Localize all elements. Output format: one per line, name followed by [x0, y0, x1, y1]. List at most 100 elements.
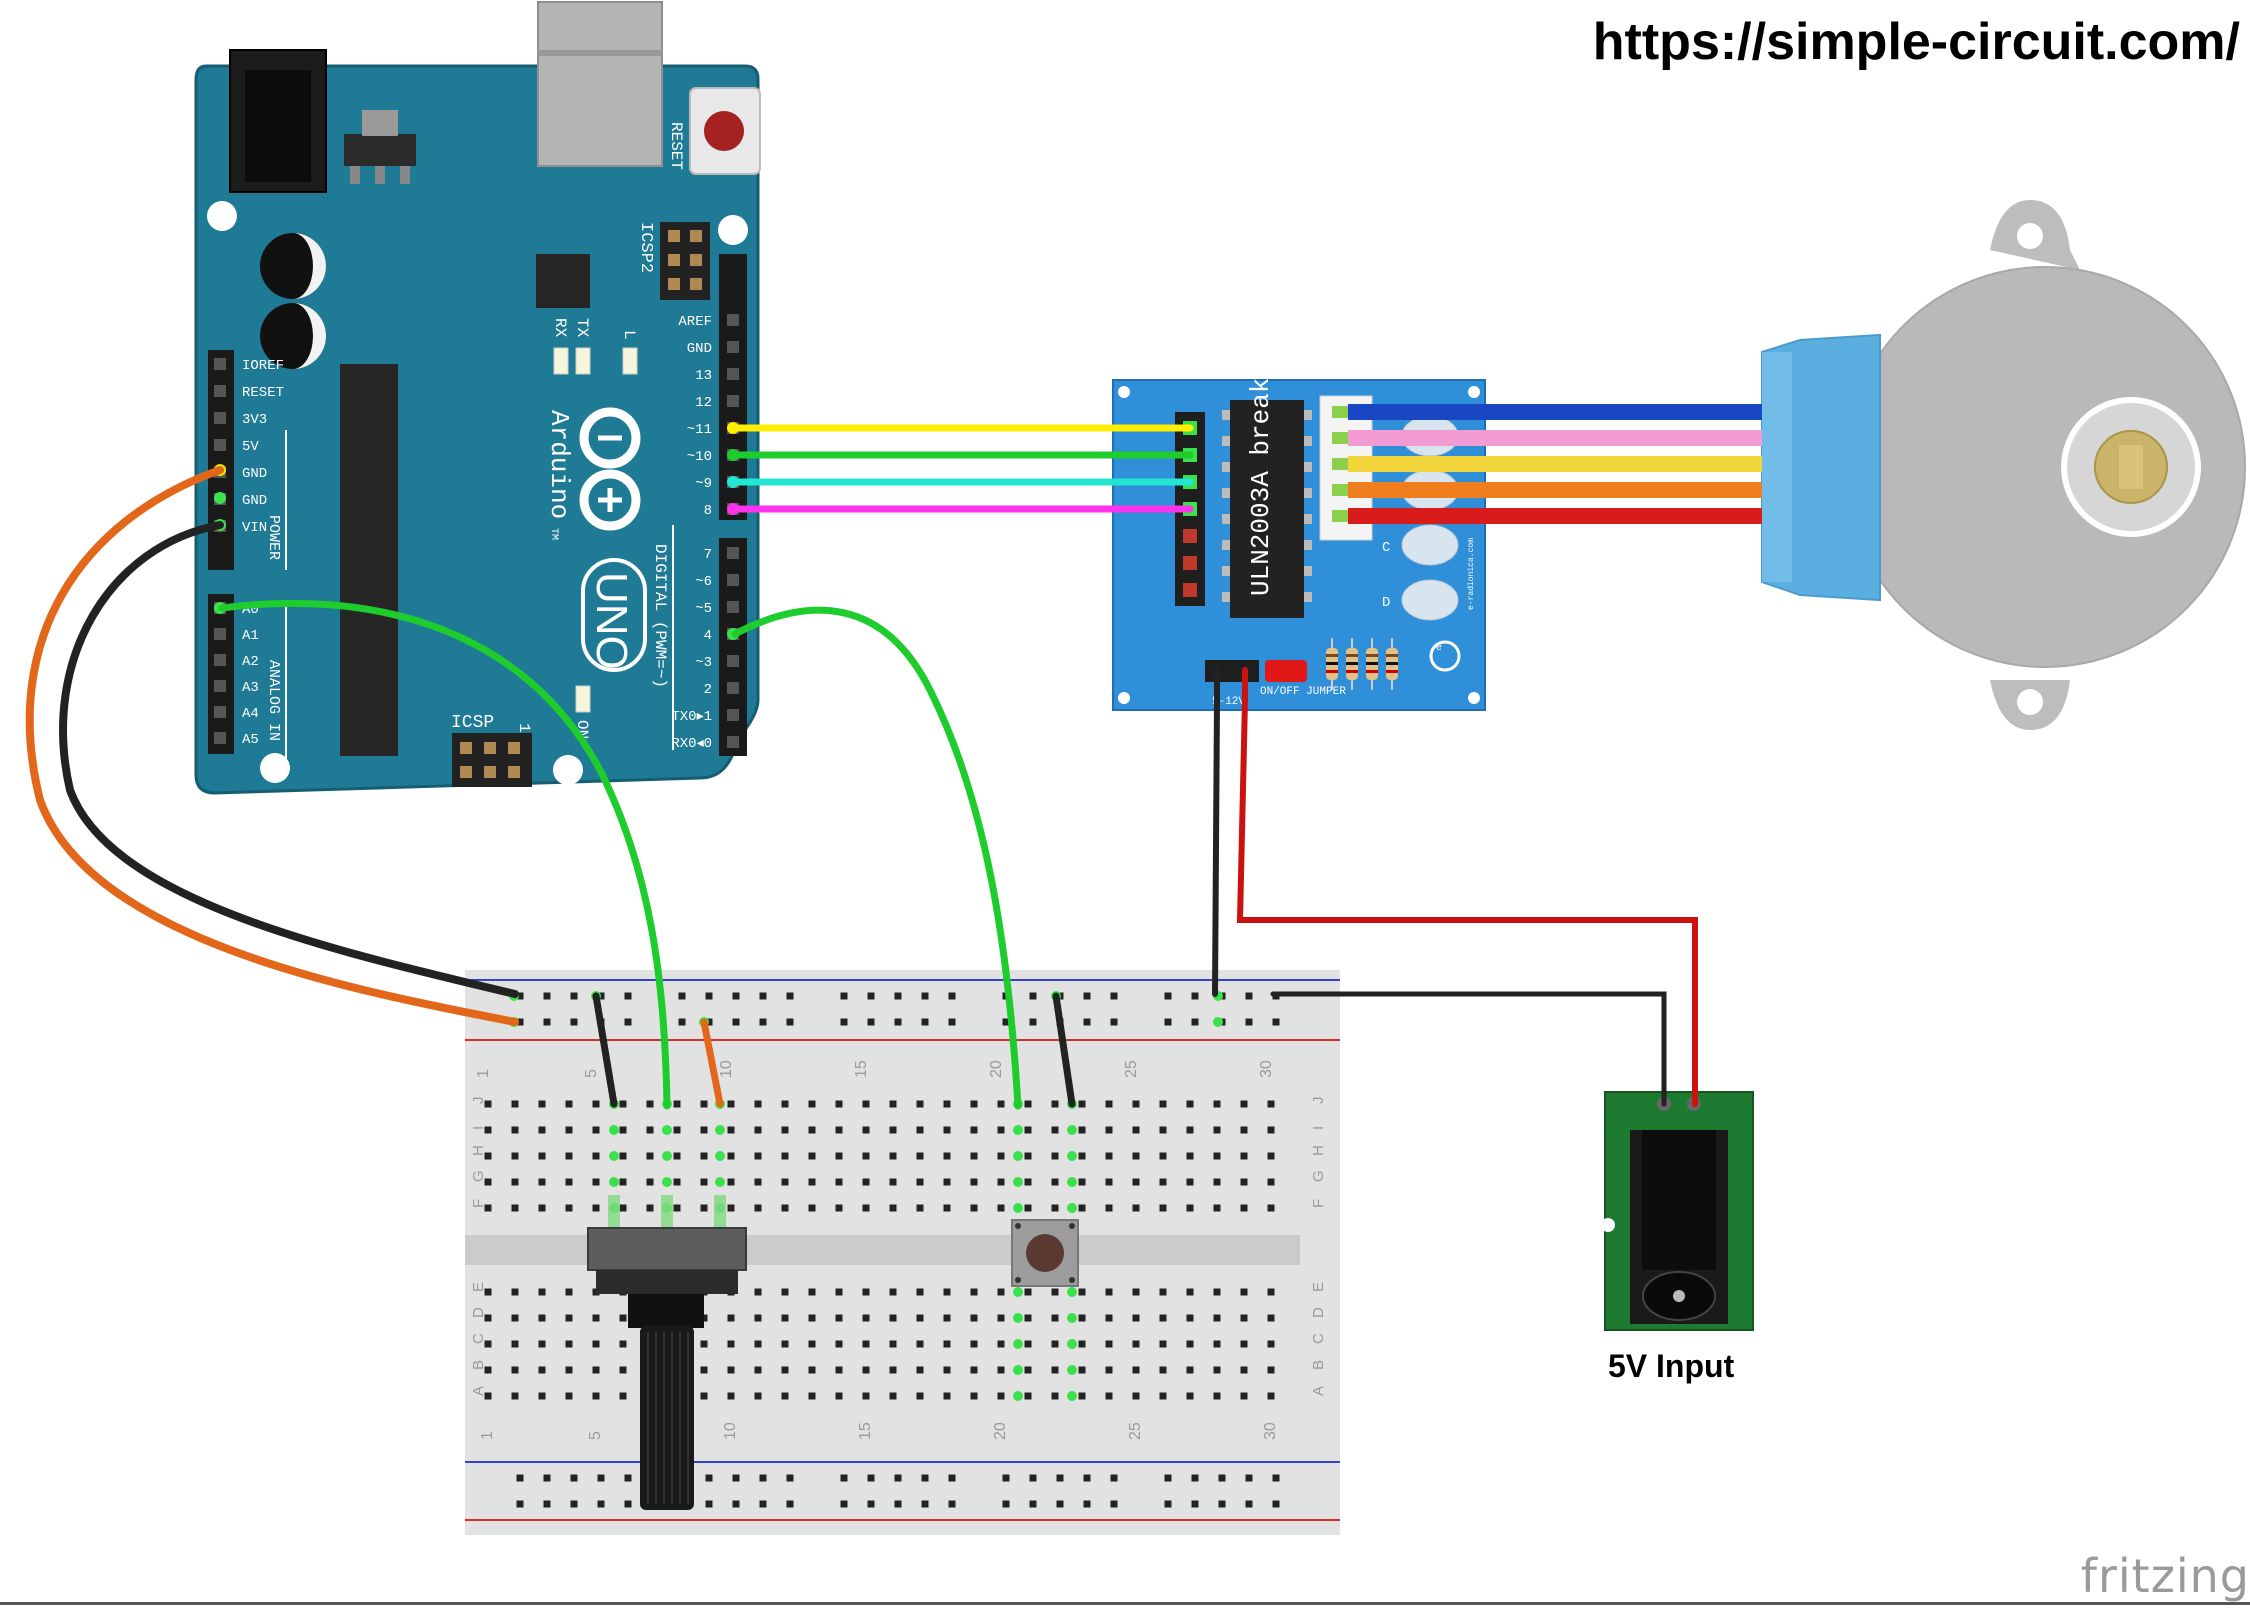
breadboard-hole: [1132, 1366, 1140, 1374]
breadboard-hole: [754, 1100, 762, 1108]
wire-5v-orange[interactable]: [25, 466, 519, 1026]
breadboard-hole: [943, 1392, 951, 1400]
column-number: 5: [583, 1069, 600, 1078]
push-button-cap[interactable]: [1026, 1234, 1064, 1272]
breadboard-hole: [1213, 1288, 1221, 1296]
motor-wires: [1348, 404, 1762, 524]
connected-hole: [662, 1177, 672, 1187]
resistor-band: [1386, 654, 1398, 657]
breadboard-hole: [565, 1152, 573, 1160]
usb-connector: [537, 1, 663, 167]
breadboard-hole: [1159, 1204, 1167, 1212]
breadboard-hole: [808, 1340, 816, 1348]
rail-hole: [1245, 1018, 1253, 1026]
wire-gnd-black[interactable]: [59, 521, 519, 998]
connector-pin: [1332, 406, 1348, 418]
rail-hole: [1272, 1500, 1280, 1508]
connected-hole: [715, 1151, 725, 1161]
push-button-corner: [1015, 1277, 1021, 1283]
potentiometer-nut[interactable]: [628, 1294, 704, 1328]
breadboard-hole: [727, 1126, 735, 1134]
digital-pwm-label: DIGITAL (PWM=~): [651, 544, 669, 688]
breadboard-hole: [781, 1314, 789, 1322]
wire-a0-green[interactable]: [218, 599, 671, 1110]
bottom-border: [0, 1602, 2250, 1605]
connected-hole: [1067, 1391, 1077, 1401]
reset-button-cap[interactable]: [704, 111, 744, 151]
wire-jack-gnd[interactable]: [1270, 991, 1667, 1107]
potentiometer-collar[interactable]: [596, 1270, 738, 1294]
breadboard-hole: [1213, 1100, 1221, 1108]
connected-hole: [1067, 1339, 1077, 1349]
breadboard-hole: [484, 1340, 492, 1348]
connected-hole: [609, 1177, 619, 1187]
breadboard-hole: [511, 1314, 519, 1322]
arduino-uno-board: RESET ICSP2 ICSP: [194, 1, 761, 795]
wire-d4-green[interactable]: [731, 606, 1022, 1110]
rail-hole: [624, 1500, 632, 1508]
icsp2-pin: [690, 254, 702, 266]
push-button[interactable]: [1011, 1219, 1079, 1287]
wire-driver-gnd[interactable]: [1212, 667, 1220, 997]
power-input-label: 5V Input: [1608, 1348, 1735, 1384]
breadboard-hole: [1267, 1392, 1275, 1400]
jumper-gnd-button[interactable]: [1052, 992, 1076, 1108]
potentiometer[interactable]: [587, 1227, 747, 1510]
breadboard-hole: [862, 1204, 870, 1212]
breadboard-hole: [619, 1392, 627, 1400]
maker-label: e-radionica.com: [1467, 538, 1476, 610]
row-letter: F: [470, 1199, 487, 1208]
column-number: 5: [587, 1431, 604, 1440]
breadboard-hole: [943, 1178, 951, 1186]
jumper-5v-pot[interactable]: [700, 1018, 724, 1108]
breadboard-hole: [970, 1152, 978, 1160]
pot-leg: [661, 1195, 673, 1230]
digital-pin: [727, 601, 739, 613]
rail-hole: [732, 1018, 740, 1026]
potentiometer-body[interactable]: [587, 1227, 747, 1271]
breadboard-hole: [970, 1340, 978, 1348]
breadboard-hole: [1051, 1100, 1059, 1108]
breadboard-hole: [619, 1152, 627, 1160]
breadboard-hole: [592, 1152, 600, 1160]
motor-cap-face: [1762, 352, 1792, 582]
connected-hole: [1067, 1125, 1077, 1135]
breadboard-hole: [835, 1204, 843, 1212]
breadboard-hole: [808, 1100, 816, 1108]
breadboard-hole: [1240, 1204, 1248, 1212]
breadboard-hole: [646, 1126, 654, 1134]
breadboard-hole: [619, 1126, 627, 1134]
analog-pin: [214, 706, 226, 718]
wire-driver-vcc[interactable]: [1236, 667, 1698, 1107]
breadboard-hole: [916, 1126, 924, 1134]
power-pin: [214, 439, 226, 451]
on-off-jumper[interactable]: [1265, 660, 1307, 682]
breadboard-hole: [943, 1314, 951, 1322]
breadboard-hole: [1132, 1204, 1140, 1212]
jumper-gnd-pot[interactable]: [592, 992, 618, 1108]
breadboard-hole: [565, 1100, 573, 1108]
rail-hole: [597, 1500, 605, 1508]
digital-header-bottom: [719, 538, 747, 756]
rail-hole: [732, 992, 740, 1000]
rail-hole: [1083, 1474, 1091, 1482]
breadboard-hole: [1213, 1204, 1221, 1212]
rail-hole: [1191, 1500, 1199, 1508]
breadboard-hole: [754, 1366, 762, 1374]
connected-hole: [1013, 1203, 1023, 1213]
chip-leg: [1304, 592, 1312, 602]
icsp-pin: [460, 766, 472, 778]
uno-label: UNO: [587, 572, 636, 670]
breadboard-hole: [1186, 1314, 1194, 1322]
breadboard-hole: [1024, 1340, 1032, 1348]
breadboard-hole: [862, 1126, 870, 1134]
capacitor-1-mark: [293, 233, 326, 299]
breadboard-hole: [1159, 1392, 1167, 1400]
breadboard-hole: [1051, 1392, 1059, 1400]
digital-pin-label: 2: [704, 682, 712, 698]
breadboard-hole: [808, 1366, 816, 1374]
rail-hole: [1002, 1500, 1010, 1508]
driver-corner-hole: [1118, 692, 1130, 704]
rail-hole: [1110, 1018, 1118, 1026]
rail-hole: [1245, 1474, 1253, 1482]
